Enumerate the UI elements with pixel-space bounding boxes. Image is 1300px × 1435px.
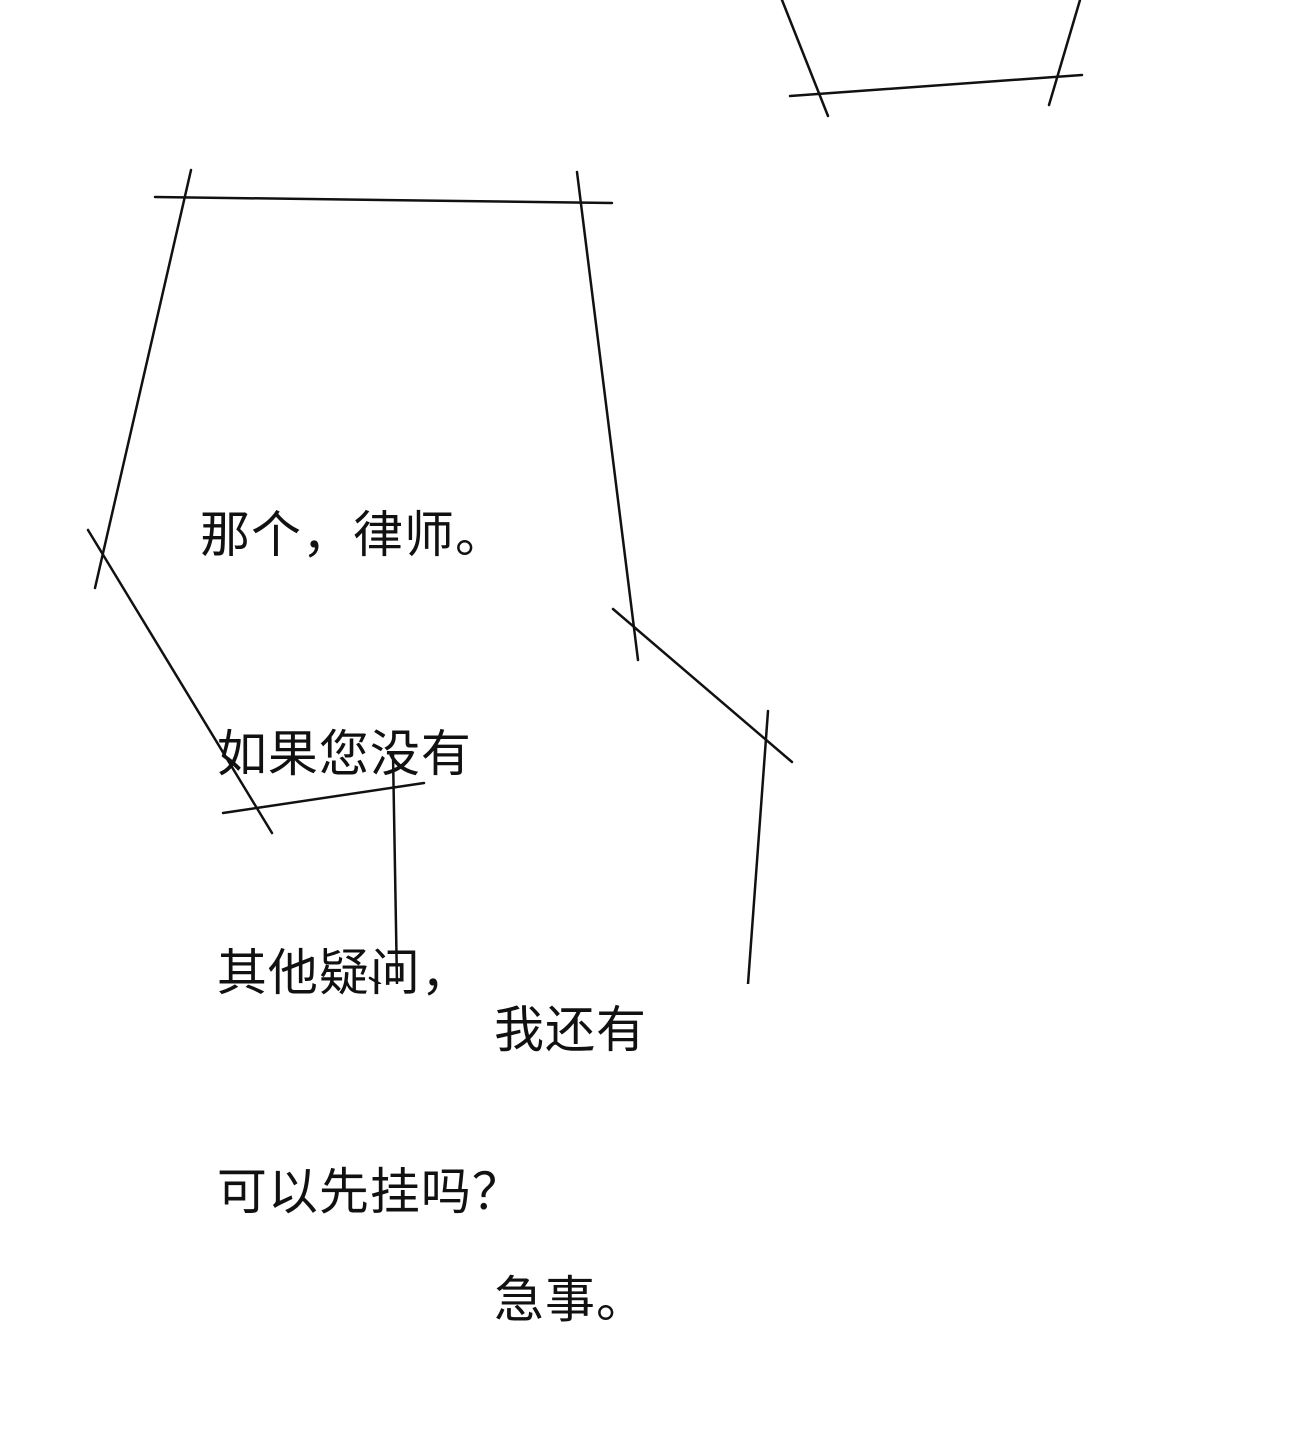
dialogue-line: 我还有 [494, 1001, 647, 1059]
dialogue-line: 其他疑问， [200, 944, 472, 1002]
dialogue-line: 急事。 [494, 1271, 647, 1329]
dialogue-line: 可以先挂吗？ [200, 1163, 523, 1221]
speech-bubble-frames [86, 0, 1084, 984]
dialogue-line: 如果您没有 [200, 725, 472, 783]
dialogue-line: 那个，律师。 [200, 506, 506, 564]
speech-bubble-1-text: 那个，律师。 如果您没有 其他疑问， 可以先挂吗？ [200, 353, 523, 1302]
speech-bubble-2-text: 我还有 急事。 [494, 805, 647, 1435]
